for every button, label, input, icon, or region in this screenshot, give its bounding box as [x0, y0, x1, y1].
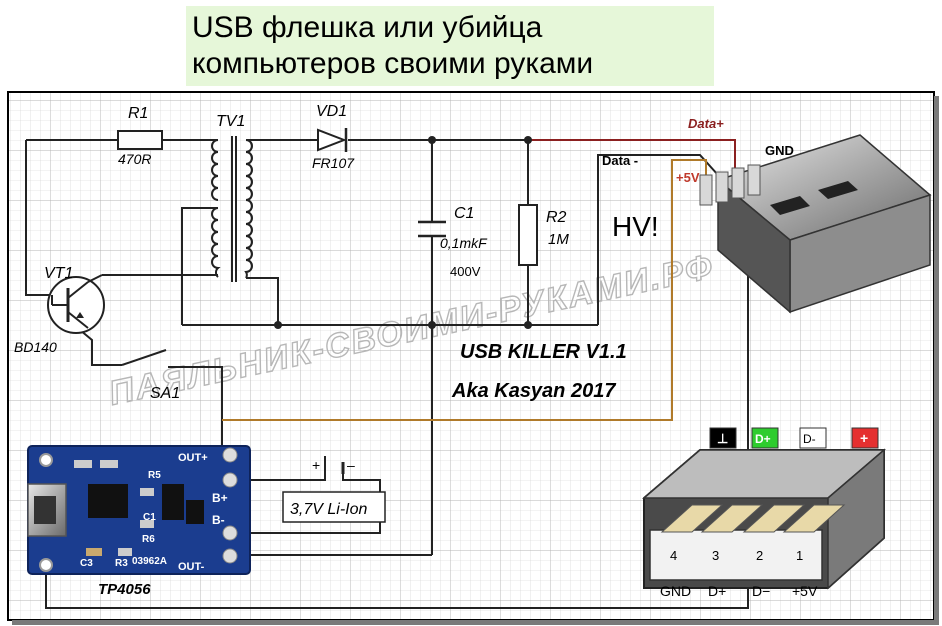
diode-vd1: [317, 128, 348, 152]
battery-plus: +: [312, 457, 320, 473]
r1-name: R1: [128, 105, 148, 122]
module-r5: R5: [148, 470, 161, 481]
tp4056-module: [27, 445, 251, 575]
legend-dminus: [799, 427, 827, 449]
module-b-minus: B-: [212, 513, 225, 527]
module-out-plus: OUT+: [178, 452, 208, 464]
frame-shadow-bottom: [12, 620, 939, 625]
gnd-label: GND: [765, 143, 794, 158]
switch-sa1: [121, 349, 167, 366]
data-plus-label: Data+: [688, 116, 724, 131]
legend-gnd-symbol: ⊥: [717, 431, 728, 446]
resistor-r1: [117, 130, 163, 150]
frame-shadow-right: [934, 96, 939, 624]
transistor-vt1: [47, 274, 105, 334]
plus5v-label: +5V: [676, 170, 700, 185]
vd1-name: VD1: [316, 103, 347, 120]
plus5v-wire: [222, 159, 707, 421]
r1-value: 470R: [118, 151, 151, 167]
pin-number-1: 1: [796, 548, 803, 563]
legend-dminus-symbol: D-: [803, 432, 816, 446]
pin-name-5v: +5V: [792, 583, 818, 599]
page-title: USB флешка или убийца компьютеров своими…: [186, 6, 714, 86]
tp4056-label: TP4056: [98, 581, 151, 598]
module-r6: R6: [142, 534, 155, 545]
usb-pinout: [641, 427, 887, 590]
legend-gnd: [709, 427, 737, 449]
pin-name-dplus: D+: [708, 583, 726, 599]
battery-label: 3,7V Li-Ion: [290, 501, 367, 518]
legend-5v-symbol: +: [860, 430, 868, 446]
usb-plug: [699, 134, 932, 314]
c1-voltage: 400V: [450, 264, 481, 279]
sa1-label: SA1: [150, 385, 180, 402]
legend-dplus-symbol: D+: [755, 432, 771, 446]
module-marking: 03962A: [132, 556, 167, 567]
resistor-r2: [518, 204, 538, 266]
pin-name-gnd: GND: [660, 583, 691, 599]
module-c1: C1: [143, 512, 156, 523]
module-r3: R3: [115, 558, 128, 569]
vt1-name: VT1: [44, 265, 73, 282]
battery-minus: –: [347, 457, 355, 473]
battery-symbol: [324, 456, 345, 480]
pin-number-2: 2: [756, 548, 763, 563]
title-line-2: компьютеров своими руками: [192, 47, 594, 80]
pin-number-4: 4: [670, 548, 677, 563]
transformer-tv1: [211, 136, 253, 282]
data-minus-label: Data -: [602, 153, 638, 168]
module-b-plus: B+: [212, 491, 228, 505]
module-c3: C3: [80, 558, 93, 569]
module-out-minus: OUT-: [178, 561, 205, 573]
legend-dplus: [751, 427, 779, 449]
vt1-value: BD140: [14, 339, 57, 355]
r2-value: 1M: [548, 231, 569, 248]
capacitor-c1: [418, 220, 446, 238]
hv-label: HV!: [612, 211, 659, 242]
tv1-label: TV1: [216, 113, 245, 130]
title-line-1: USB флешка или убийца: [192, 11, 543, 44]
vd1-value: FR107: [312, 155, 355, 171]
product-label: USB KILLER V1.1: [460, 341, 627, 363]
pin-name-dminus: D−: [752, 583, 770, 599]
c1-name: C1: [454, 205, 474, 222]
battery-label-box: [282, 491, 386, 523]
data-plus-wire: [528, 139, 736, 175]
c1-value: 0,1mkF: [440, 235, 488, 251]
pin-number-3: 3: [712, 548, 719, 563]
author-label: Aka Kasyan 2017: [451, 380, 616, 402]
legend-5v: [851, 427, 879, 449]
charger-ic: [88, 484, 128, 518]
junctions: [274, 136, 532, 329]
r2-name: R2: [546, 209, 567, 226]
